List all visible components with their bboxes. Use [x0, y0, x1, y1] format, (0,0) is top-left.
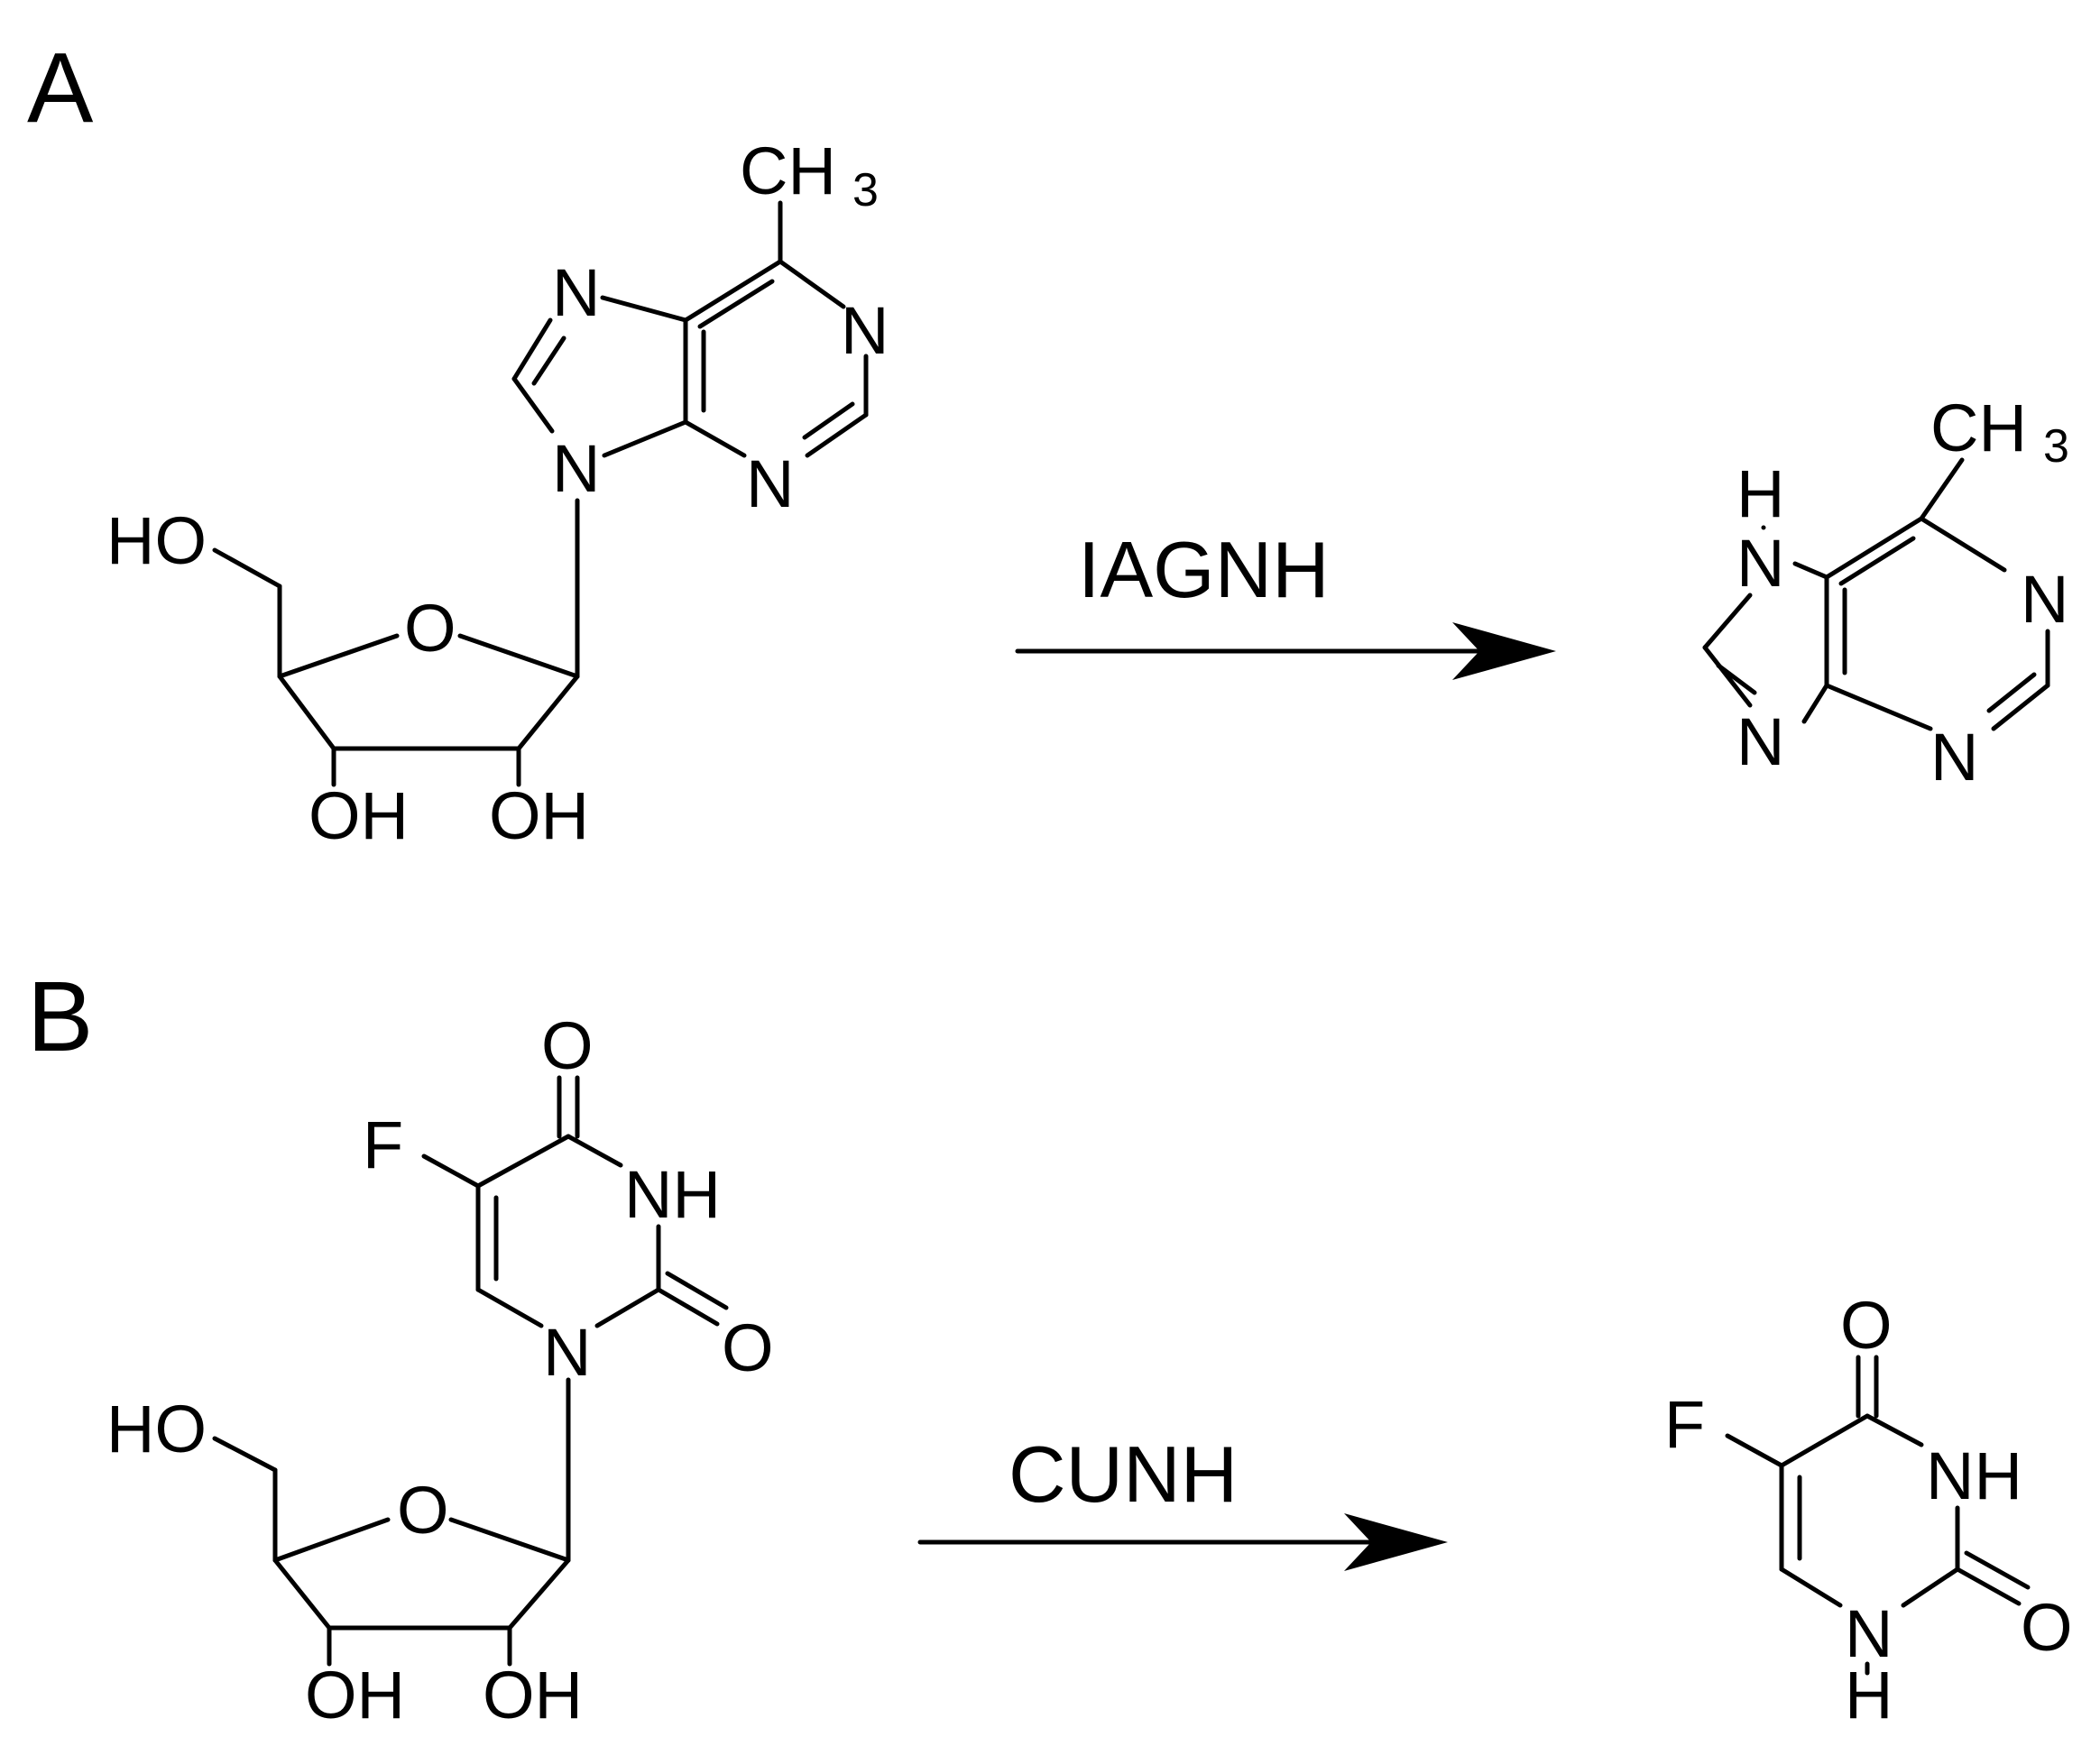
b-sub-o-right: O [722, 1310, 774, 1385]
a-sub-n9: N [552, 431, 600, 506]
a-sub-ring-o: O [404, 591, 456, 666]
a-sub-methyl-subscript: 3 [852, 164, 879, 216]
b-prod-f: F [1664, 1387, 1705, 1462]
panel-b-arrowhead [1344, 1513, 1448, 1571]
b-enzyme-label: CUNH [1009, 1429, 1238, 1519]
b-prod-nh: NH [1926, 1438, 2022, 1513]
a-prod-n9: N [1736, 704, 1784, 779]
a-prod-n3: N [1930, 720, 1978, 795]
a-sub-n1: N [841, 293, 889, 368]
panel-label-a: A [27, 32, 94, 143]
b-prod-n-bottom: N [1845, 1596, 1893, 1671]
a-sub-methyl: CH [740, 133, 836, 208]
b-sub-ring-o: O [397, 1473, 449, 1548]
a-prod-methyl: CH [1930, 391, 2027, 465]
panel-a-product: CH 3 H N N N N [1702, 391, 2069, 795]
a-sub-n7: N [552, 255, 600, 330]
panel-b-substrate: O F NH O N HO O OH OH [106, 1008, 774, 1732]
b-sub-nh: NH [624, 1157, 721, 1232]
b-sub-o-top: O [541, 1008, 594, 1083]
panel-a-arrow: IAGNH [1015, 525, 1556, 680]
b-sub-ho: HO [106, 1392, 207, 1466]
b-prod-o-top: O [1840, 1288, 1893, 1363]
a-sub-oh1: OH [309, 778, 409, 853]
a-prod-methyl-subscript: 3 [2043, 420, 2069, 473]
b-sub-n: N [543, 1315, 591, 1390]
panel-label-b: B [27, 961, 93, 1072]
panel-b-product: O F NH O N H [1664, 1288, 2073, 1732]
a-sub-n3: N [746, 446, 794, 521]
a-enzyme-label: IAGNH [1078, 525, 1330, 614]
a-sub-oh2: OH [489, 778, 589, 853]
b-sub-f: F [363, 1107, 403, 1182]
b-sub-oh2: OH [483, 1658, 583, 1732]
b-prod-h-bottom: H [1845, 1658, 1893, 1732]
panel-a-arrowhead [1452, 622, 1556, 680]
a-prod-nh-n: N [1736, 526, 1784, 601]
a-sub-ho: HO [106, 503, 207, 578]
a-prod-nh-h: H [1736, 456, 1784, 531]
b-sub-oh1: OH [305, 1658, 405, 1732]
a-prod-n1: N [2021, 562, 2068, 637]
panel-b-arrow: CUNH [917, 1429, 1448, 1571]
b-prod-o-right: O [2021, 1590, 2073, 1665]
panel-a-substrate: CH 3 N N N N HO O OH OH [106, 133, 889, 853]
